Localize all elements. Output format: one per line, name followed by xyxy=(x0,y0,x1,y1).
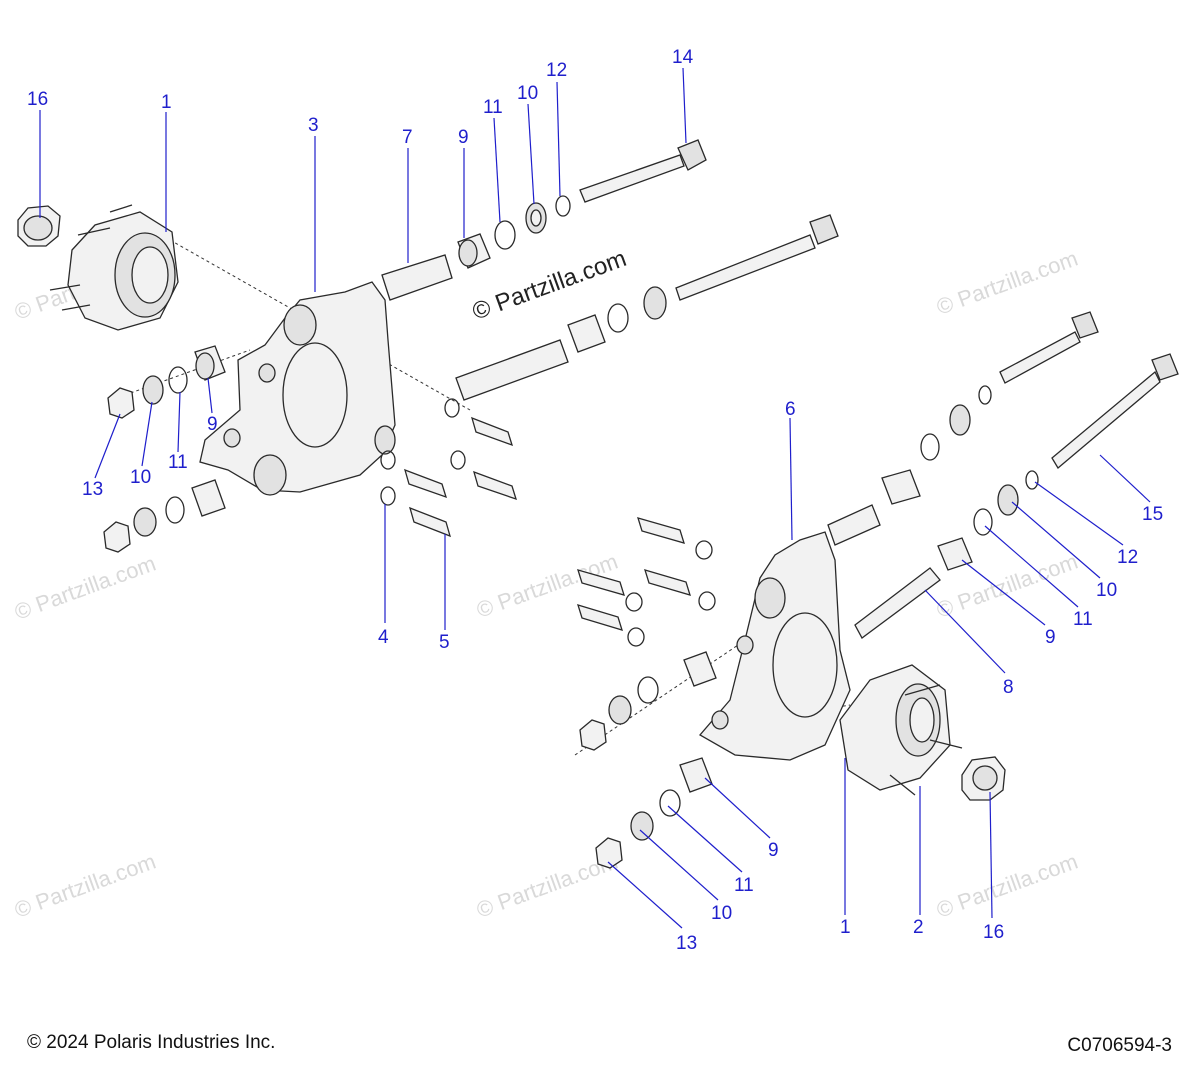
callout-4: 4 xyxy=(378,627,389,648)
lower-sleeve-set-illustration xyxy=(455,214,839,401)
callout-labels: 16 1 3 7 9 11 10 12 14 9 13 10 11 4 5 6 … xyxy=(27,47,1163,954)
main-watermark: © Partzilla.com xyxy=(469,245,630,326)
wheel-hub-illustration xyxy=(839,664,963,796)
callout-6: 6 xyxy=(785,399,796,420)
callout-11: 11 xyxy=(734,875,754,896)
upper-bushing-stack-illustration xyxy=(579,651,717,751)
upper-bushing-stack-illustration xyxy=(107,345,226,419)
callout-10: 10 xyxy=(1096,580,1117,601)
callout-1: 1 xyxy=(840,917,851,938)
callout-10: 10 xyxy=(130,467,151,488)
callout-16: 16 xyxy=(27,89,48,110)
left-knuckle-assembly xyxy=(17,139,839,553)
callout-16: 16 xyxy=(983,922,1004,943)
right-knuckle-assembly xyxy=(574,311,1179,869)
copyright-text: © 2024 Polaris Industries Inc. xyxy=(27,1032,276,1053)
o-ring-illustration xyxy=(494,220,516,250)
callout-5: 5 xyxy=(439,632,450,653)
callout-13: 13 xyxy=(82,479,103,500)
lower-bushing-stack-illustration xyxy=(103,479,226,553)
callout-8: 8 xyxy=(1003,677,1014,698)
axle-nut-illustration xyxy=(17,205,61,247)
seal-washer-illustration xyxy=(525,202,547,234)
callout-9: 9 xyxy=(458,127,469,148)
wheel-hub-illustration xyxy=(49,204,179,331)
callout-7: 7 xyxy=(402,127,413,148)
callout-14: 14 xyxy=(672,47,694,68)
bolt-washer-set-illustration xyxy=(577,517,716,647)
callout-2: 2 xyxy=(913,917,924,938)
callout-9: 9 xyxy=(207,414,218,435)
callout-11: 11 xyxy=(168,452,188,473)
axle-nut-illustration xyxy=(961,756,1006,801)
figure-id: C0706594-3 xyxy=(1067,1035,1172,1056)
leader-lines xyxy=(39,67,1151,929)
sleeve-illustration xyxy=(381,254,453,301)
callout-9: 9 xyxy=(1045,627,1056,648)
callout-1: 1 xyxy=(161,92,172,113)
callout-15: 15 xyxy=(1142,504,1163,525)
callout-10: 10 xyxy=(517,83,538,104)
callout-11: 11 xyxy=(1073,609,1093,630)
watermark-text: © Partzilla.com xyxy=(11,551,159,625)
callout-3: 3 xyxy=(308,115,319,136)
steering-knuckle-illustration xyxy=(698,531,851,761)
steering-knuckle-illustration xyxy=(199,281,396,496)
callout-12: 12 xyxy=(1117,547,1138,568)
callout-9: 9 xyxy=(768,840,779,861)
bolt-washer-set-illustration xyxy=(380,398,517,538)
callout-13: 13 xyxy=(676,933,697,954)
bushing-illustration xyxy=(457,233,491,269)
watermark-text: © Partzilla.com xyxy=(933,849,1081,923)
upper-sleeve-set-illustration xyxy=(827,311,1099,546)
callout-10: 10 xyxy=(711,903,732,924)
callout-12: 12 xyxy=(546,60,567,81)
watermark-text: © Partzilla.com xyxy=(11,849,159,923)
watermark-text: © Partzilla.com xyxy=(933,246,1081,320)
bolt-illustration xyxy=(579,139,707,203)
lower-bushing-stack-illustration xyxy=(595,757,713,869)
callout-11: 11 xyxy=(483,97,503,118)
thrust-washer-illustration xyxy=(555,195,571,217)
lower-sleeve-set-illustration xyxy=(854,353,1179,639)
